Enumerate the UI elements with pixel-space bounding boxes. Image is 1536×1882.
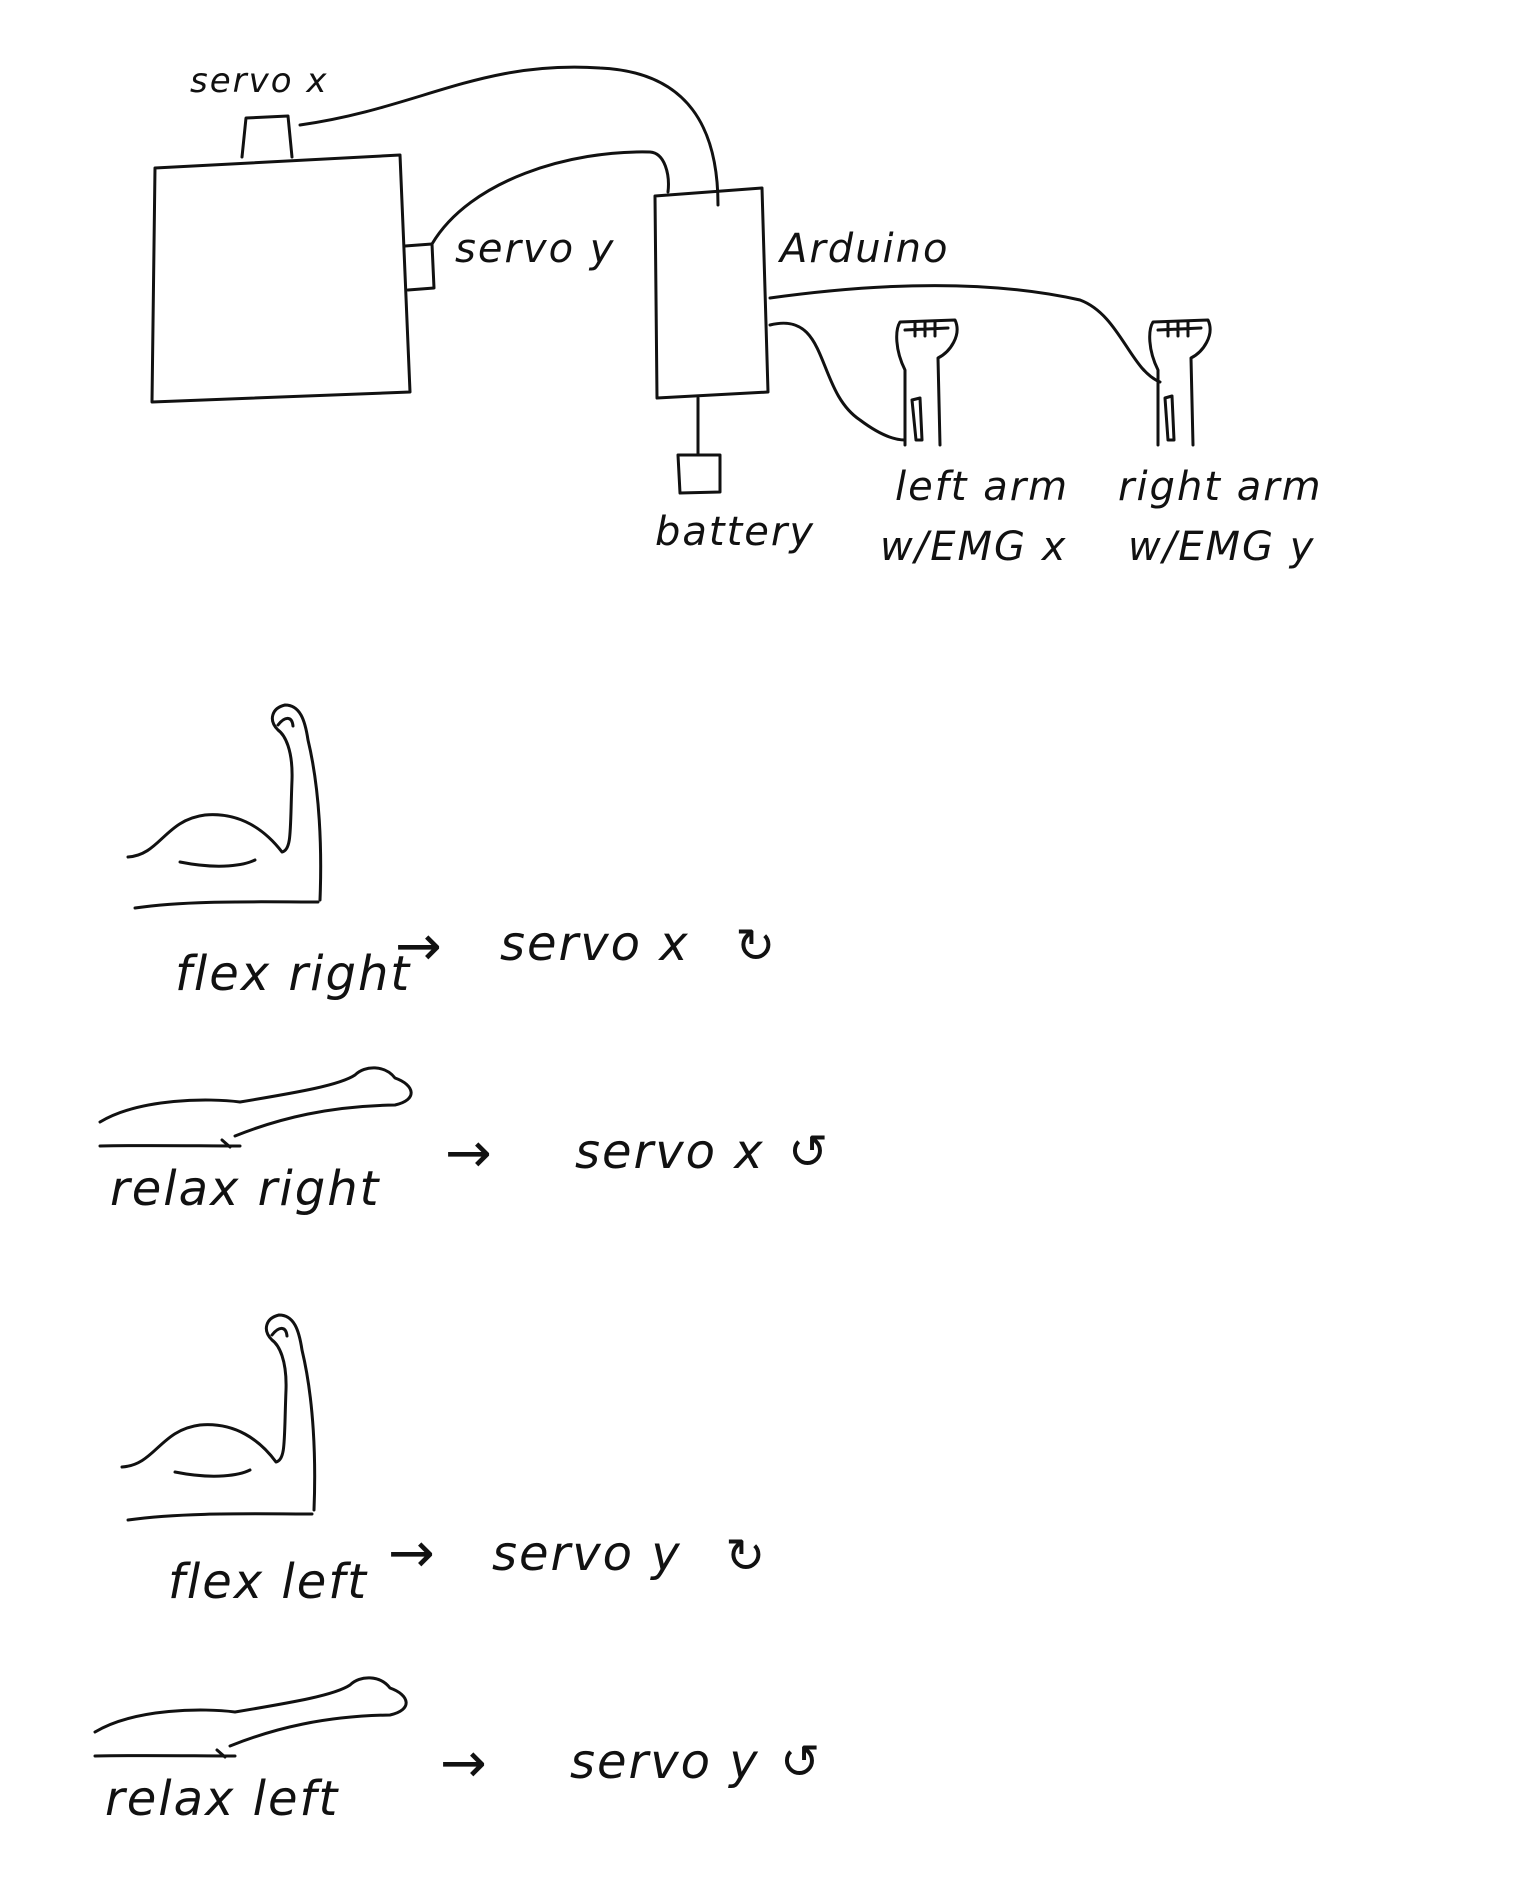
arrow-icon: →	[445, 1121, 494, 1186]
rotate-counterclockwise-icon: ↺	[788, 1124, 830, 1180]
left-arm-sub: w/EMG x	[880, 524, 1067, 570]
rotate-clockwise-icon: ↻	[725, 1528, 767, 1584]
flexed-arm-drawing	[120, 1313, 317, 1522]
left-arm-drawing	[895, 318, 959, 447]
rotate-counterclockwise-icon: ↺	[780, 1734, 822, 1790]
flexed-arm-drawing	[126, 703, 323, 910]
servo-x-box	[240, 114, 294, 159]
right-arm-drawing	[1148, 318, 1212, 447]
arduino-box	[653, 186, 770, 400]
mapping-flex-left: flex left → servo y ↻	[120, 1313, 767, 1610]
wire-arduino-right-arm	[768, 284, 1162, 384]
arrow-icon: →	[440, 1731, 489, 1796]
rotate-clockwise-icon: ↻	[735, 918, 777, 974]
target-label: servo x	[575, 1124, 765, 1180]
relaxed-arm-drawing	[93, 1676, 408, 1759]
mapping-relax-right: relax right → servo x ↺	[98, 1066, 830, 1217]
mechanism-box	[150, 153, 412, 404]
target-label: servo y	[570, 1734, 760, 1790]
wire-arduino-left-arm	[768, 321, 907, 442]
relaxed-arm-drawing	[98, 1066, 413, 1149]
wiring-diagram: servo x servo y Arduino battery left arm…	[150, 61, 1323, 570]
arduino-label: Arduino	[777, 226, 950, 272]
gesture-label: relax left	[105, 1771, 339, 1827]
left-arm-label: left arm	[895, 464, 1069, 510]
arrow-icon: →	[395, 914, 444, 979]
right-arm-sub: w/EMG y	[1128, 524, 1315, 570]
gesture-label: relax right	[110, 1161, 381, 1217]
arrow-icon: →	[388, 1521, 437, 1586]
gesture-label: flex right	[175, 946, 411, 1002]
servo-y-box	[403, 242, 436, 292]
wire-servo-x-arduino	[298, 65, 720, 207]
mapping-relax-left: relax left → servo y ↺	[93, 1676, 822, 1827]
servo-y-label: servo y	[455, 226, 615, 272]
battery-box	[676, 453, 722, 495]
battery-label: battery	[655, 509, 815, 555]
gesture-label: flex left	[168, 1554, 368, 1610]
servo-x-label: servo x	[190, 61, 328, 101]
wire-servo-y-arduino	[430, 150, 670, 246]
target-label: servo y	[492, 1526, 682, 1582]
mapping-flex-right: flex right → servo x ↻	[126, 703, 777, 1002]
target-label: servo x	[500, 916, 690, 972]
right-arm-label: right arm	[1118, 464, 1323, 510]
